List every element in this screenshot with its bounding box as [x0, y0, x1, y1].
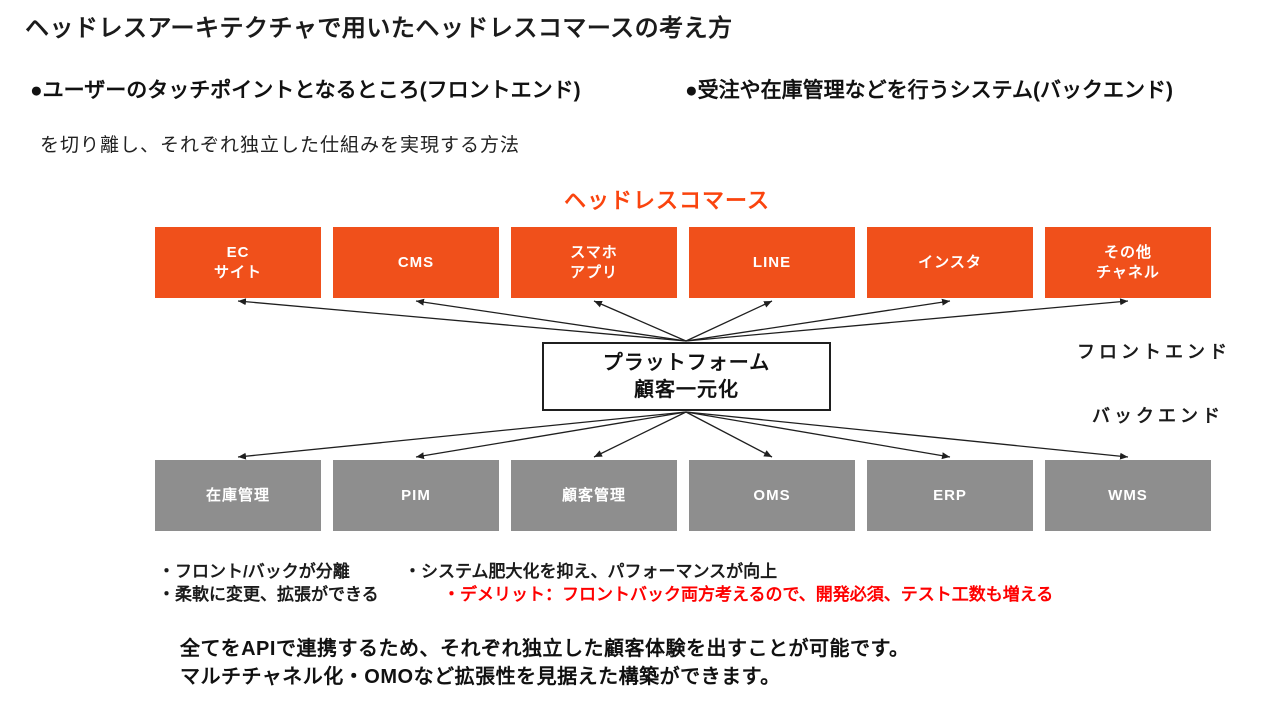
- frontend-side-label: フロントエンド: [1077, 342, 1231, 362]
- note-separation: ・フロント/バックが分離: [158, 562, 350, 581]
- system-box-inventory: 在庫管理: [155, 460, 321, 531]
- channel-box-instagram: インスタ: [867, 227, 1033, 298]
- frontend-point-text: ●ユーザーのタッチポイントとなるところ(フロントエンド): [30, 79, 581, 102]
- system-box-crm: 顧客管理: [511, 460, 677, 531]
- method-description-text: を切り離し、それぞれ独立した仕組みを実現する方法: [40, 135, 521, 156]
- system-box-pim: PIM: [333, 460, 499, 531]
- backend-side-label: バックエンド: [1092, 406, 1224, 426]
- note-demerit: ・デメリット：フロントバック両方考えるので、開発必須、テスト工数も増える: [443, 585, 1054, 604]
- summary-line-2: マルチチャネル化・OMOなど拡張性を見据えた構築ができます。: [180, 666, 781, 688]
- summary-line-1: 全てをAPIで連携するため、それぞれ独立した顧客体験を出すことが可能です。: [180, 638, 910, 660]
- system-box-oms: OMS: [689, 460, 855, 531]
- channel-box-cms: CMS: [333, 227, 499, 298]
- platform-box: プラットフォーム 顧客一元化: [542, 342, 831, 411]
- system-box-erp: ERP: [867, 460, 1033, 531]
- channel-box-other-channels: その他 チャネル: [1045, 227, 1211, 298]
- diagram-heading: ヘッドレスコマース: [564, 188, 770, 213]
- note-performance: ・システム肥大化を抑え、パフォーマンスが向上: [404, 562, 778, 581]
- backend-point-text: ●受注や在庫管理などを行うシステム(バックエンド): [685, 79, 1174, 102]
- note-flexibility: ・柔軟に変更、拡張ができる: [158, 585, 379, 604]
- system-box-wms: WMS: [1045, 460, 1211, 531]
- page-title: ヘッドレスアーキテクチャで用いたヘッドレスコマースの考え方: [25, 15, 733, 42]
- channel-box-smartphone-app: スマホ アプリ: [511, 227, 677, 298]
- channel-box-line: LINE: [689, 227, 855, 298]
- channel-box-ec-site: EC サイト: [155, 227, 321, 298]
